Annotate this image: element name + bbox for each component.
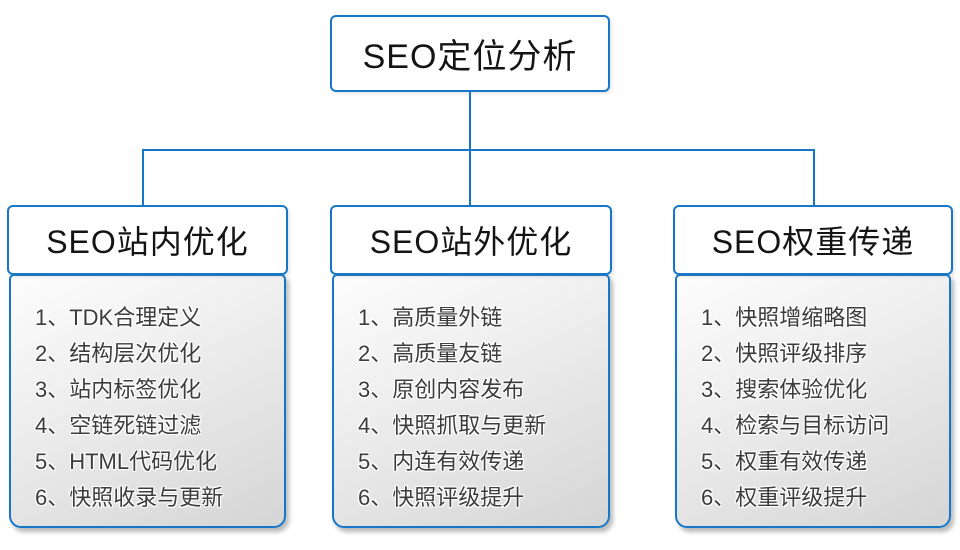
branch-list-offsite: 1、高质量外链 2、高质量友链 3、原创内容发布 4、快照抓取与更新 5、内连有… [332, 274, 610, 528]
branch-list-onsite: 1、TDK合理定义 2、结构层次优化 3、站内标签优化 4、空链死链过滤 5、H… [9, 274, 286, 528]
connector-branch-2-vertical [469, 150, 471, 205]
list-item: 3、原创内容发布 [358, 377, 525, 402]
list-item: 2、高质量友链 [358, 341, 503, 366]
list-item: 4、空链死链过滤 [35, 413, 202, 438]
root-node: SEO定位分析 [330, 15, 610, 92]
branch-header-weight: SEO权重传递 [673, 205, 953, 275]
branch-header-offsite: SEO站外优化 [330, 205, 612, 275]
connector-branch-1-vertical [142, 150, 144, 205]
list-item: 3、搜索体验优化 [701, 377, 868, 402]
list-item: 1、TDK合理定义 [35, 305, 202, 330]
connector-branch-3-vertical [813, 150, 815, 205]
list-item: 1、快照增缩略图 [701, 305, 868, 330]
list-item: 1、高质量外链 [358, 305, 503, 330]
root-node-label: SEO定位分析 [362, 38, 578, 76]
list-item: 2、快照评级排序 [701, 341, 868, 366]
list-item: 6、快照评级提升 [358, 485, 525, 510]
list-item: 5、权重有效传递 [701, 449, 868, 474]
branch-header-onsite: SEO站内优化 [7, 205, 288, 275]
list-item: 2、结构层次优化 [35, 341, 202, 366]
list-item: 4、检索与目标访问 [701, 413, 890, 438]
list-item: 6、快照收录与更新 [35, 485, 224, 510]
connector-root-vertical [469, 92, 471, 150]
branch-header-offsite-label: SEO站外优化 [369, 224, 573, 260]
list-item: 6、权重评级提升 [701, 485, 868, 510]
branch-header-onsite-label: SEO站内优化 [46, 224, 249, 260]
list-item: 4、快照抓取与更新 [358, 413, 547, 438]
list-item: 3、站内标签优化 [35, 377, 202, 402]
list-item: 5、内连有效传递 [358, 449, 525, 474]
list-item: 5、HTML代码优化 [35, 449, 218, 474]
branch-list-weight: 1、快照增缩略图 2、快照评级排序 3、搜索体验优化 4、检索与目标访问 5、权… [675, 274, 951, 528]
connector-horizontal [142, 149, 815, 151]
branch-header-weight-label: SEO权重传递 [711, 224, 915, 260]
